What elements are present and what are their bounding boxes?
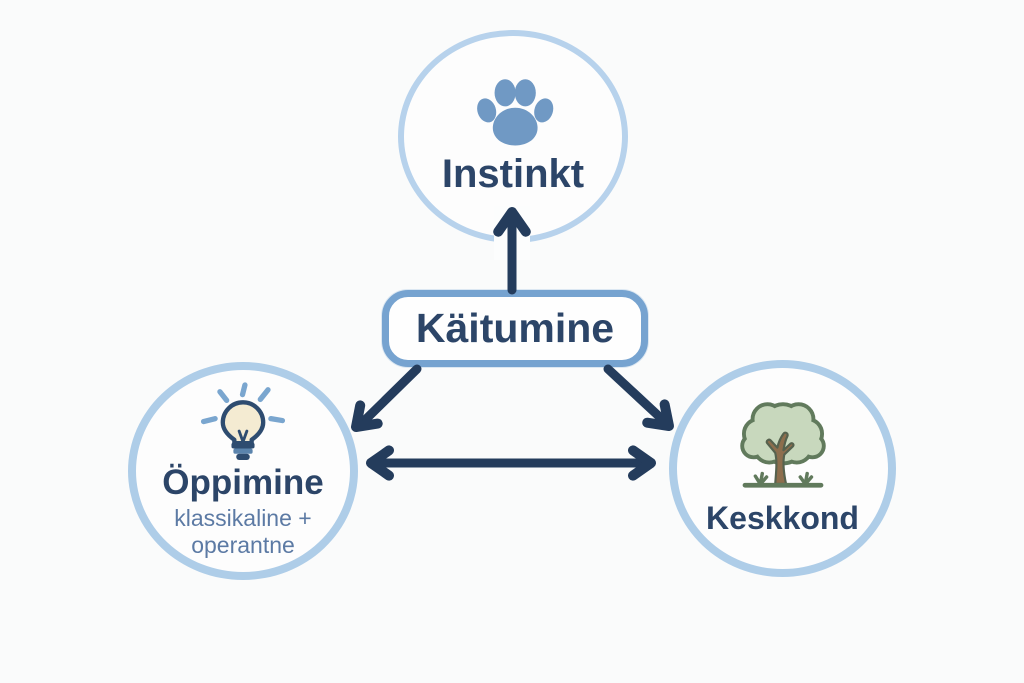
- node-oppimine: Öppimine klassikaline + operantne: [128, 362, 358, 580]
- node-instinkt: Instinkt: [398, 30, 628, 243]
- node-keskkond-label: Keskkond: [706, 500, 859, 537]
- lightbulb-icon: [200, 382, 286, 461]
- node-oppimine-sublabel: klassikaline + operantne: [174, 505, 311, 560]
- node-oppimine-sublabel-line1: klassikaline +: [174, 504, 312, 531]
- node-oppimine-label: Öppimine: [162, 463, 324, 503]
- node-instinkt-label: Instinkt: [441, 152, 585, 196]
- center-node-label: Käitumine: [415, 304, 615, 351]
- arrow-kaitumine-to-keskkond: [603, 364, 674, 431]
- arrow-kaitumine-to-oppimine: [351, 364, 422, 432]
- center-node-kaitumine: Käitumine: [382, 290, 648, 367]
- node-keskkond: Keskkond: [669, 360, 896, 577]
- tree-icon: [739, 402, 826, 488]
- arrow-oppimine-keskkond-bidirectional: [366, 445, 656, 481]
- paw-icon: [477, 79, 554, 146]
- node-oppimine-sublabel-line2: operantne: [191, 532, 295, 559]
